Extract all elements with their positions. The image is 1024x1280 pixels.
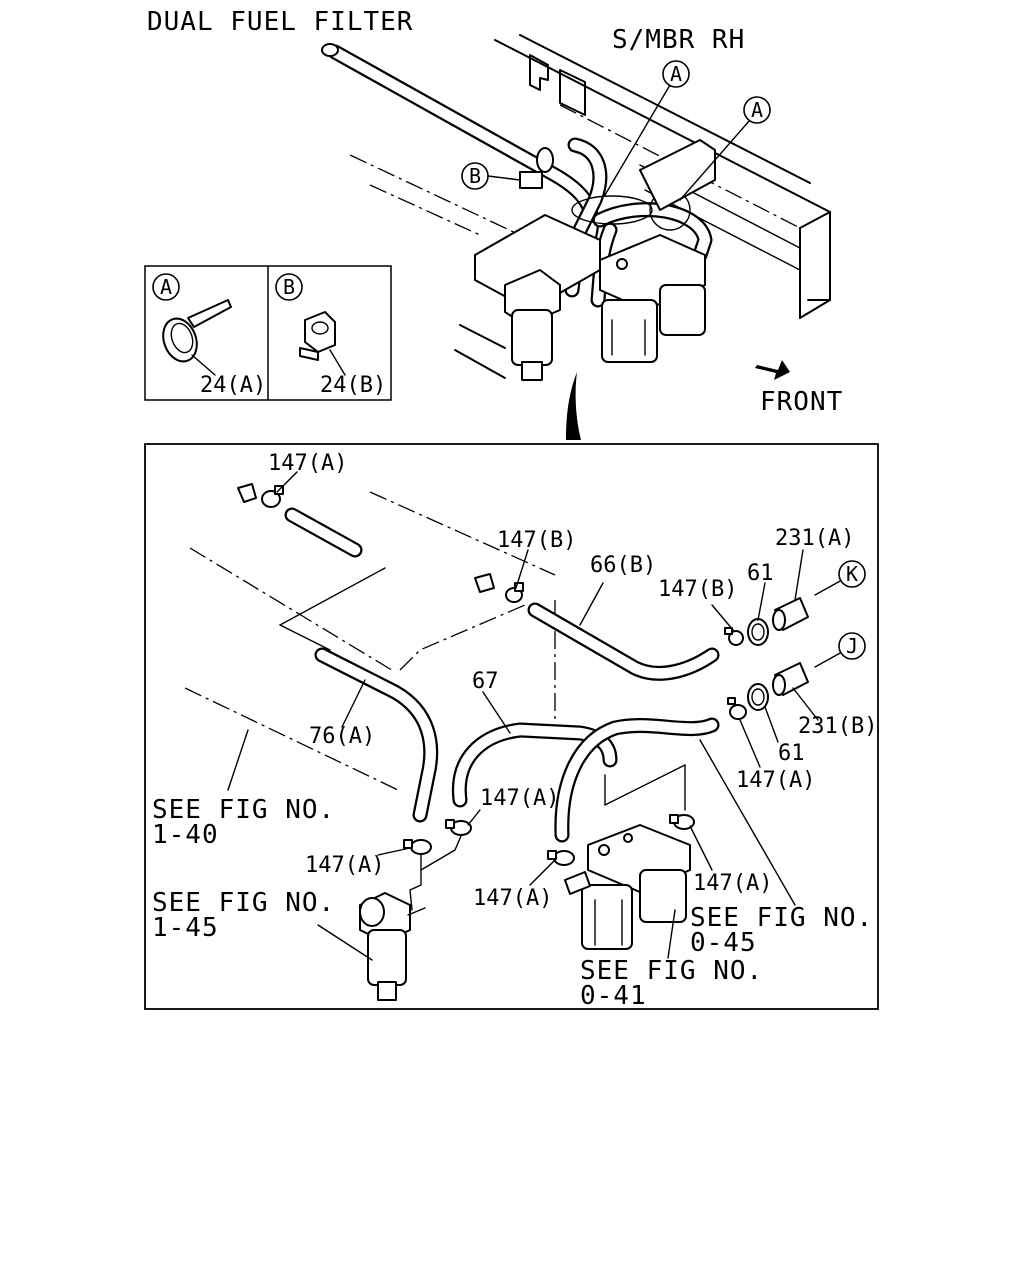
label-147a-low: 147(A): [473, 886, 552, 911]
legend-b: B 24(B): [275, 273, 386, 398]
clamp-147a-filter: [669, 814, 695, 830]
label-76a: 76(A): [309, 724, 375, 749]
callout-a-lower: A: [679, 96, 771, 201]
fuel-filter-small-top: [504, 269, 561, 381]
clamp-147a-right: [727, 697, 747, 720]
clamp-147a-left: [403, 839, 432, 855]
label-231a: 231(A): [775, 526, 854, 551]
clamp-147a-top: [237, 483, 284, 508]
detail-frame: [144, 443, 879, 1010]
clamp-147b-near-66b: [474, 573, 524, 603]
label-67: 67: [472, 669, 499, 694]
label-147b-1: 147(B): [497, 528, 576, 553]
callout-a-upper-letter: A: [670, 62, 682, 86]
legend-a-letter: A: [160, 275, 172, 299]
hose-66b: [527, 602, 720, 681]
clamp-147a-mid: [445, 819, 472, 836]
callout-b: B: [461, 162, 521, 190]
ref-1-45-line1: SEE FIG NO.: [152, 888, 335, 918]
clamp-61-top: [747, 618, 769, 646]
clamp-61-bottom: [747, 683, 769, 711]
front-arrow: [755, 360, 790, 380]
ref-1-40-line2: 1-40: [152, 820, 219, 850]
callout-k-letter: K: [846, 562, 858, 586]
callout-k: K: [814, 560, 866, 596]
callout-a-lower-letter: A: [751, 98, 763, 122]
front-label: FRONT: [760, 387, 843, 417]
diagram-title: DUAL FUEL FILTER: [147, 7, 413, 37]
label-61-top: 61: [747, 561, 774, 586]
label-61-bottom: 61: [778, 741, 805, 766]
label-147a-filter: 147(A): [693, 871, 772, 896]
label-147a-left: 147(A): [305, 853, 384, 878]
dual-fuel-filter: [564, 824, 691, 950]
ref-0-41-line2: 0-41: [580, 981, 647, 1011]
detail-leaders: [227, 471, 819, 961]
fitting-231b: [772, 662, 809, 696]
fuel-filter-small: [359, 835, 462, 1001]
hose-upper-left: [284, 507, 363, 558]
legend-a-part: 24(A): [200, 373, 266, 398]
clip-b-on-line: [519, 147, 554, 189]
label-147b-2: 147(B): [658, 577, 737, 602]
legend-box: [144, 265, 392, 401]
clamp-147b-right: [724, 627, 744, 646]
detail-frame-lines: [184, 491, 686, 811]
ref-0-45-line1: SEE FIG NO.: [690, 903, 873, 933]
ref-0-41-line1: SEE FIG NO.: [580, 956, 763, 986]
legend-b-letter: B: [283, 275, 295, 299]
legend-b-part: 24(B): [320, 373, 386, 398]
side-member-label: S/MBR RH: [612, 25, 745, 55]
ref-1-40-line1: SEE FIG NO.: [152, 795, 335, 825]
fitting-231a: [772, 597, 809, 631]
label-147a-right: 147(A): [736, 768, 815, 793]
ref-0-45-line2: 0-45: [690, 928, 757, 958]
ref-1-45-line2: 1-45: [152, 913, 219, 943]
legend-a: A 24(A): [152, 273, 266, 398]
hose-76a: [314, 647, 439, 823]
clamp-147a-low: [547, 850, 575, 866]
label-147a-top: 147(A): [268, 451, 347, 476]
label-231b: 231(B): [798, 714, 877, 739]
dual-fuel-filter-top: [599, 234, 706, 363]
label-66b: 66(B): [590, 553, 656, 578]
callout-b-letter: B: [469, 164, 481, 188]
hose-67: [451, 722, 618, 808]
detail-pointer: [566, 372, 581, 440]
callout-j: J: [814, 632, 866, 668]
label-147a-mid: 147(A): [480, 786, 559, 811]
callout-a-upper: A: [604, 60, 690, 196]
hose-return: [554, 717, 720, 843]
callout-j-letter: J: [846, 634, 858, 658]
